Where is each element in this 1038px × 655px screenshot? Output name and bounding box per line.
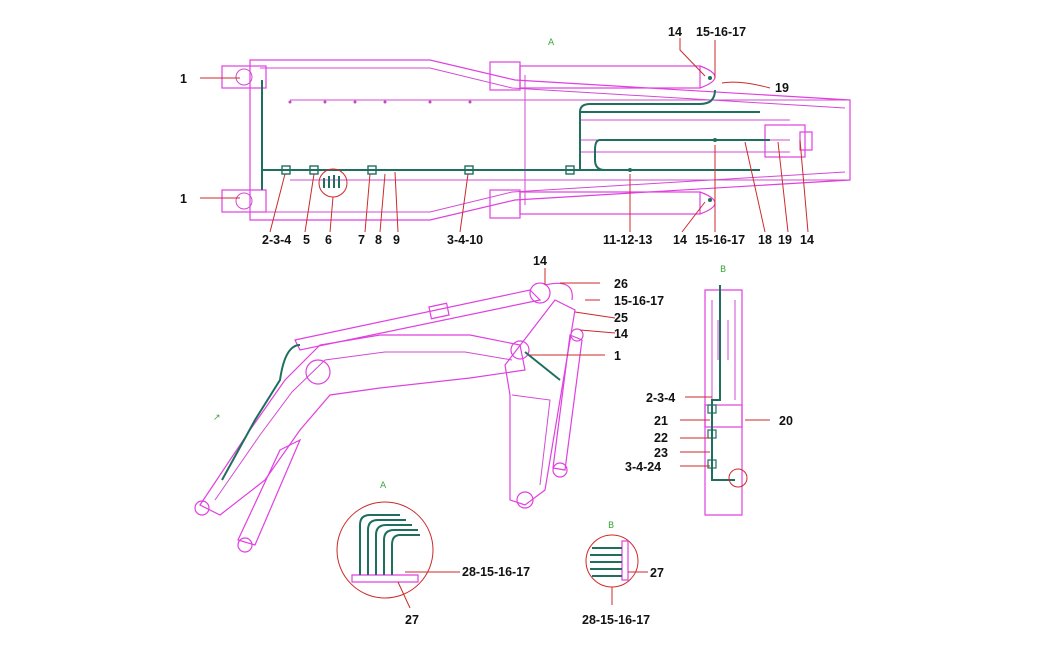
callout-1-lower: 1	[180, 192, 187, 206]
callout-14-top: 14	[668, 25, 682, 39]
callout-18: 18	[758, 233, 772, 247]
callout-2-3-4-top-view: 2-3-4	[262, 233, 291, 247]
callout-22: 22	[654, 431, 668, 445]
callout-14-bottom: 14	[673, 233, 687, 247]
callout-27-detail-b: 27	[650, 566, 664, 580]
callout-8: 8	[375, 233, 382, 247]
side-elevation-mark: ↗	[213, 413, 221, 423]
top-view-marker: A	[548, 38, 555, 48]
callout-2-3-4-side: 2-3-4	[646, 391, 675, 405]
callout-14-right: 14	[800, 233, 814, 247]
callout-1-upper: 1	[180, 72, 187, 86]
detail-a-marker: A	[380, 481, 387, 491]
callout-6: 6	[325, 233, 332, 247]
callout-3-4-10: 3-4-10	[447, 233, 483, 247]
side-detail-view: B	[680, 265, 770, 516]
callout-19-top: 19	[775, 81, 789, 95]
callout-1-boom: 1	[614, 349, 621, 363]
callout-23: 23	[654, 446, 668, 460]
callout-15-16-17-boom: 15-16-17	[614, 294, 664, 308]
callout-11-12-13: 11-12-13	[603, 233, 652, 247]
callout-9: 9	[393, 233, 400, 247]
callout-20: 20	[779, 414, 793, 428]
detail-a: A	[336, 481, 460, 609]
callout-3-4-24: 3-4-24	[625, 460, 661, 474]
callout-27-detail-a: 27	[405, 613, 419, 627]
detail-b: B	[585, 521, 648, 605]
callout-26: 26	[614, 277, 628, 291]
top-view: A	[200, 38, 851, 233]
callout-15-16-17-top: 15-16-17	[696, 25, 746, 39]
callout-5: 5	[303, 233, 310, 247]
callout-25: 25	[614, 311, 628, 325]
detail-b-marker: B	[608, 521, 614, 531]
callout-14-boom: 14	[614, 327, 628, 341]
callout-28-15-16-17-detail-a: 28-15-16-17	[462, 565, 530, 579]
callout-19-bottom: 19	[778, 233, 792, 247]
side-detail-marker: B	[720, 265, 726, 275]
callout-15-16-17-bottom: 15-16-17	[695, 233, 745, 247]
side-elevation: ↗	[194, 268, 616, 553]
callout-21: 21	[654, 414, 668, 428]
callout-28-15-16-17-detail-b: 28-15-16-17	[582, 613, 650, 627]
callout-7: 7	[358, 233, 365, 247]
callout-14-boom-top: 14	[533, 254, 547, 268]
